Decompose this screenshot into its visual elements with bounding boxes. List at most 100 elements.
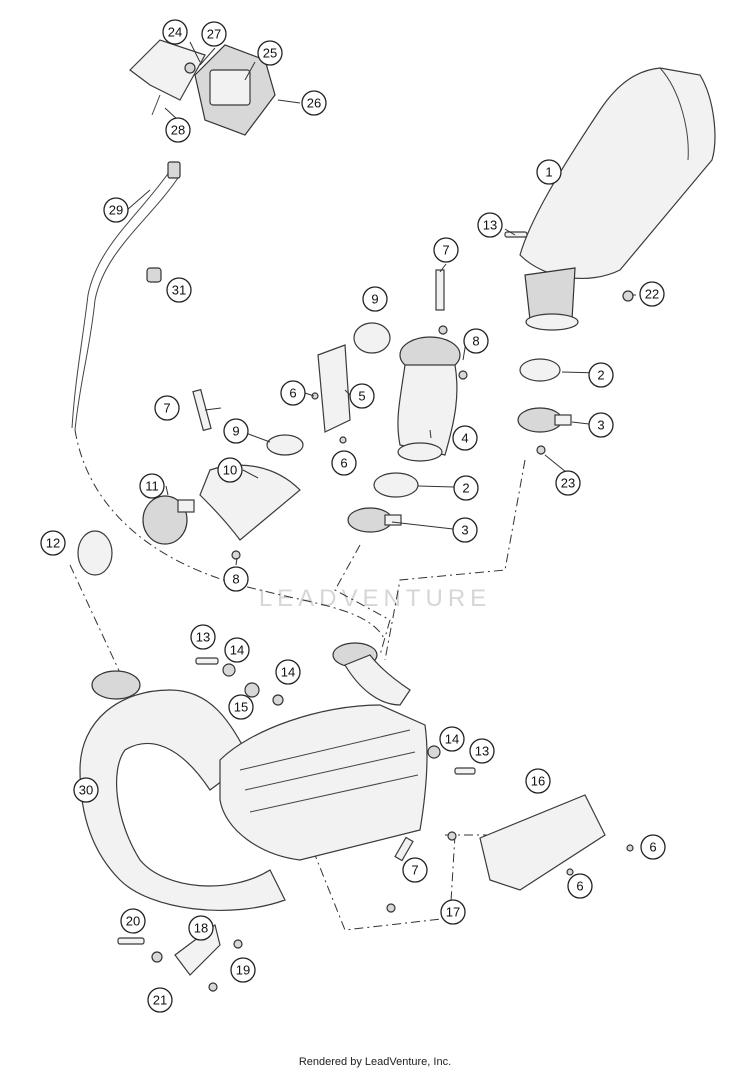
callout-30: 30 [73,777,99,803]
callout-7: 7 [433,237,459,263]
callout-11: 11 [139,473,165,499]
svg-text:7: 7 [163,401,170,416]
svg-text:21: 21 [153,993,167,1008]
svg-text:14: 14 [230,643,244,658]
callout-labels: 1 2 2 3 3 4 5 6 6 6 6 7 7 7 8 8 9 9 10 1… [40,19,666,1013]
svg-text:1: 1 [545,165,552,180]
svg-text:5: 5 [358,389,365,404]
actuator-cover [209,69,251,106]
svg-text:3: 3 [461,523,468,538]
callout-10: 10 [217,457,243,483]
svg-text:31: 31 [172,283,186,298]
callout-18: 18 [188,915,214,941]
leader-lines [126,41,636,566]
gasket-2-upper [519,358,561,382]
svg-text:7: 7 [442,243,449,258]
callout-29: 29 [103,197,129,223]
callout-6: 6 [331,450,357,476]
callout-14: 14 [224,637,250,663]
elbow-pipe [199,464,301,541]
svg-text:10: 10 [223,463,237,478]
clamp-3-lower [347,507,402,533]
callout-7: 7 [402,857,428,883]
gasket-12-line [69,564,129,691]
svg-text:14: 14 [281,665,295,680]
svg-text:29: 29 [109,203,123,218]
gasket-9-upper [353,322,391,354]
exhaust-flap-actuator [129,39,276,136]
svg-text:19: 19 [236,963,250,978]
svg-text:23: 23 [561,476,575,491]
callout-8: 8 [223,566,249,592]
lambda-sensor-7-left [192,388,212,432]
callout-27: 27 [201,21,227,47]
svg-text:13: 13 [483,218,497,233]
callout-9: 9 [223,418,249,444]
callout-16: 16 [525,768,551,794]
svg-text:16: 16 [531,774,545,789]
callout-4: 4 [452,425,478,451]
y-pipe [79,689,286,912]
callout-7: 7 [154,395,180,421]
header-pipe-section [397,336,461,462]
gasket-12 [77,530,113,576]
callout-26: 26 [301,90,327,116]
svg-text:22: 22 [645,287,659,302]
clamp-3-line [334,544,391,656]
svg-text:6: 6 [576,879,583,894]
callout-22: 22 [639,281,665,307]
svg-text:8: 8 [232,572,239,587]
svg-text:13: 13 [196,630,210,645]
callout-19: 19 [230,957,256,983]
callout-24: 24 [162,19,188,45]
heat-shield [317,344,351,433]
callout-6: 6 [280,380,306,406]
svg-text:26: 26 [307,96,321,111]
svg-text:30: 30 [79,783,93,798]
callout-20: 20 [120,908,146,934]
svg-text:24: 24 [168,25,182,40]
callout-6: 6 [640,834,666,860]
cable-route-line [74,429,386,641]
callout-17: 17 [440,899,466,925]
svg-text:4: 4 [461,431,468,446]
hardware-fasteners [117,231,634,992]
callout-14: 14 [275,659,301,685]
callout-31: 31 [166,277,192,303]
callout-25: 25 [257,40,283,66]
callout-3: 3 [588,412,614,438]
lambda-sensor-7-bottom [394,836,414,862]
actuator-pin [151,94,161,116]
svg-text:6: 6 [649,840,656,855]
callout-13: 13 [469,738,495,764]
callout-2: 2 [453,475,479,501]
callout-12: 12 [40,530,66,556]
side-heat-shield [479,794,606,891]
callout-2: 2 [588,362,614,388]
callout-15: 15 [228,694,254,720]
catalyst-and-manifold [79,642,428,912]
svg-text:25: 25 [263,46,277,61]
svg-text:2: 2 [597,368,604,383]
callout-6: 6 [567,873,593,899]
actuator-bracket [129,39,206,101]
clamp-3-upper [517,407,572,433]
callout-21: 21 [147,987,173,1013]
svg-text:18: 18 [194,921,208,936]
callout-3: 3 [452,517,478,543]
actuator-nut [184,62,196,74]
footer-credit: Rendered by LeadVenture, Inc. [298,1056,452,1068]
callout-13: 13 [477,212,503,238]
svg-text:9: 9 [232,424,239,439]
cable-clip [146,267,162,283]
catalyst-housing [219,704,428,861]
callout-14: 14 [439,726,465,752]
watermark-text: LEADVENTURE [259,585,491,612]
lambda-sensor-7-top [435,269,445,311]
bowden-cable [71,161,181,431]
svg-text:12: 12 [46,536,60,551]
clamp-11 [142,495,195,545]
svg-text:3: 3 [597,418,604,433]
